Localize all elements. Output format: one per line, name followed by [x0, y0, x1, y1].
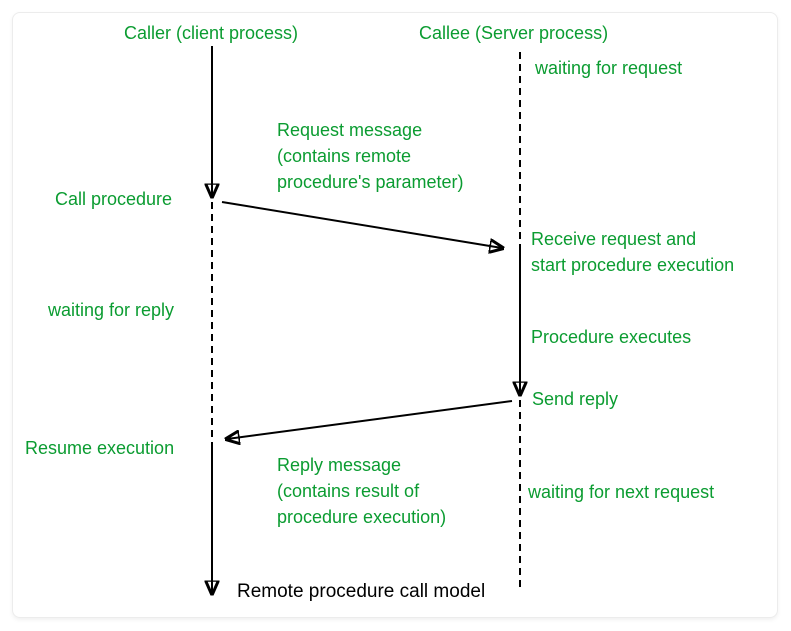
- diagram-title: Remote procedure call model: [237, 581, 486, 602]
- caller-header: Caller (client process): [124, 23, 299, 43]
- reply-message-arrow: [227, 400, 513, 439]
- callee-header: Callee (Server process): [419, 23, 609, 43]
- label-waiting-for-reply: waiting for reply: [48, 300, 175, 320]
- label-waiting-for-next-request: waiting for next request: [528, 482, 715, 502]
- label-reply-message: Reply message (contains result of proced…: [277, 455, 447, 527]
- diagram-card: [12, 12, 778, 618]
- label-call-procedure: Call procedure: [55, 189, 173, 209]
- label-request-message: Request message (contains remote procedu…: [277, 120, 464, 192]
- label-resume-execution: Resume execution: [25, 438, 175, 458]
- label-procedure-executes: Procedure executes: [531, 327, 692, 347]
- label-waiting-for-request: waiting for request: [535, 58, 683, 78]
- label-send-reply: Send reply: [532, 389, 619, 409]
- label-receive-request: Receive request and start procedure exec…: [531, 229, 735, 275]
- request-message-arrow: [221, 201, 502, 248]
